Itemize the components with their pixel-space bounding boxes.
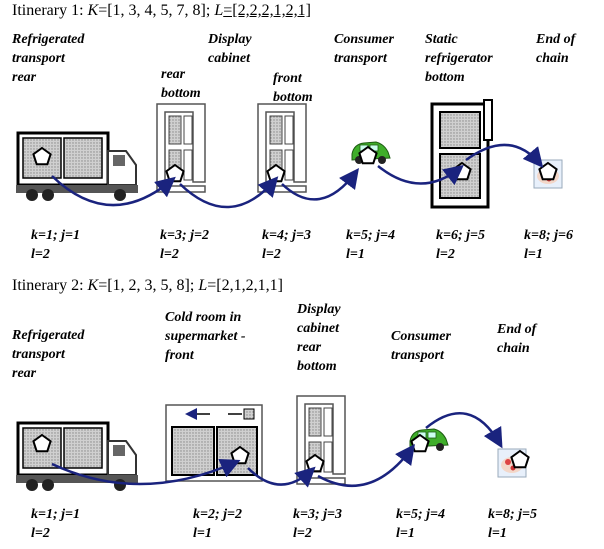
itinerary2-stage3-k: k=3; j=3 [293,507,343,522]
itinerary1-title-l-values: =[2,2,2,1,2,1] [223,2,311,19]
itinerary1-truck [14,131,140,203]
itinerary2-stage4-k: k=5; j=4 [396,507,446,522]
itinerary2-arrows [51,412,503,488]
itinerary1-stage5-l: l=2 [436,247,455,262]
itinerary1-stage5-label: Static refrigerator bottom [425,32,493,85]
itinerary1-stage6-label: End of chain [536,32,576,66]
itinerary1-end-of-chain [533,159,563,189]
itinerary1-stage5-k: k=6; j=5 [436,228,486,243]
itinerary1-stage6-l: l=1 [524,247,543,262]
itinerary1-title-l: L [214,2,224,19]
itinerary1-stage2-k: k=3; j=2 [160,228,210,243]
itinerary1-stage3-k: k=4; j=3 [262,228,312,243]
itinerary2-stage2-label: Cold room in supermarket - front [165,310,246,363]
itinerary2-stage1-k: k=1; j=1 [31,507,81,522]
itinerary1-title-name: Itinerary 1: [12,2,88,19]
itinerary1-stage6-k: k=8; j=6 [524,228,574,243]
itinerary1-stage1-k: k=1; j=1 [31,228,81,243]
itinerary2-stage2-k: k=2; j=2 [193,507,243,522]
itinerary1-stage2-sublabel: rear bottom [161,67,201,101]
itinerary1-title-k-values: =[1, 3, 4, 5, 7, 8]; [98,2,215,19]
itinerary2-end-of-chain [497,448,530,478]
itinerary1-stage2-l: l=2 [160,247,179,262]
itinerary2-stage5-l: l=1 [488,526,507,541]
itinerary1-stage4-label: Consumer transport [334,32,394,66]
itinerary1-title-k: K [87,2,99,19]
itinerary2-consumer-car [409,428,449,453]
itinerary2-stage5-label: End of chain [497,322,537,356]
itinerary1-arrows [51,143,544,209]
itinerary1-stage4-k: k=5; j=4 [346,228,396,243]
itinerary1-stage2-label: Display cabinet [208,32,252,66]
itinerary1-display-cabinet-rear [156,103,206,193]
itinerary1-display-cabinet-front [257,103,307,193]
itinerary2-title-name: Itinerary 2: [12,277,88,294]
itinerary1-static-refrigerator [430,99,493,209]
itinerary2-truck [14,421,140,493]
itinerary1-stage4-l: l=1 [346,247,365,262]
itinerary2-title: Itinerary 2: K=[1, 2, 3, 5, 8]; L=[2,1,2… [12,277,283,295]
itinerary1-consumer-car [351,141,391,165]
itinerary2-stage5-k: k=8; j=5 [488,507,538,522]
itinerary2-title-k-values: =[1, 2, 3, 5, 8]; [98,277,199,294]
itinerary2-stage1-l: l=2 [31,526,50,541]
itinerary2-stage4-label: Consumer transport [391,329,451,363]
itinerary2-title-k: K [87,277,99,294]
itinerary2-stage1-label: Refrigerated transport rear [12,328,85,381]
itinerary2-stage4-l: l=1 [396,526,415,541]
itinerary1-stage3-l: l=2 [262,247,281,262]
itinerary2-title-l-values: =[2,1,2,1,1] [207,277,283,294]
itinerary1-title: Itinerary 1: K=[1, 3, 4, 5, 7, 8]; L=[2,… [12,2,311,20]
itinerary1-stage1-l: l=2 [31,247,50,262]
itinerary2-stage3-label: Display cabinet rear bottom [297,302,341,374]
itinerary2-display-cabinet [296,395,346,485]
itinerary2-title-l: L [198,277,208,294]
itinerary2-stage2-l: l=1 [193,526,212,541]
itinerary1-stage3-sublabel: front bottom [273,71,313,105]
itinerary2-stage3-l: l=2 [293,526,312,541]
itinerary1-stage1-label: Refrigerated transport rear [12,32,85,85]
